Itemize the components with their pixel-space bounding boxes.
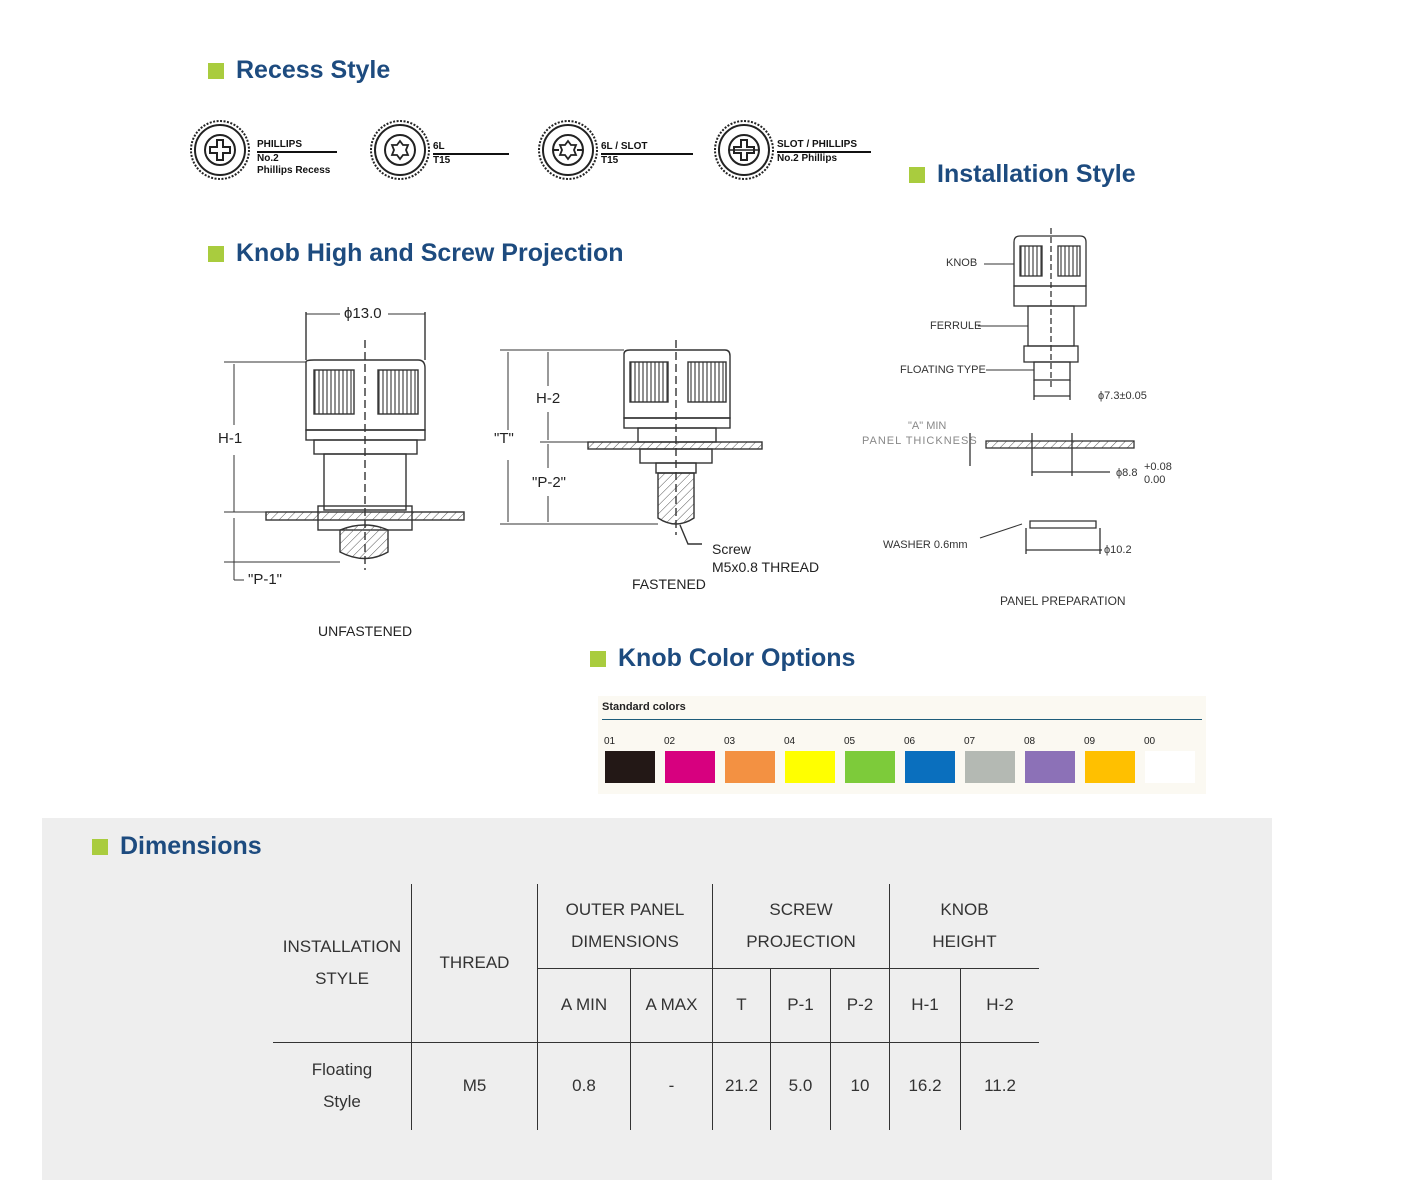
header-thread: THREAD: [411, 884, 538, 1043]
recess-icons: [190, 120, 774, 180]
header-rule: [602, 719, 1202, 720]
bullet-square-icon: [590, 650, 606, 667]
color-swatch: [1145, 751, 1195, 783]
swatch-code: 02: [664, 736, 676, 747]
color-swatch: [1085, 751, 1135, 783]
ferrule-label: FERRULE: [930, 320, 982, 332]
cell-a-min: 0.8: [537, 1042, 631, 1130]
header-screw-projection: SCREW PROJECTION: [712, 884, 890, 969]
section-title-dimensions: Dimensions: [92, 832, 262, 861]
swatch-code: 01: [604, 736, 616, 747]
dim-7-3: ϕ7.3±0.05: [1098, 390, 1147, 402]
subheader-a-min: A MIN: [537, 968, 631, 1043]
unfastened-part: [265, 312, 465, 570]
cell-p2: 10: [830, 1042, 890, 1130]
a-min-label: "A" MIN: [908, 420, 947, 432]
dim-p1: "P-1": [248, 571, 282, 588]
recess-label-slot-phillips: SLOT / PHILLIPS No.2 Phillips: [777, 139, 871, 165]
torx-slot-icon: [538, 120, 598, 180]
cell-p1: 5.0: [770, 1042, 831, 1130]
color-swatch: [905, 751, 955, 783]
tolerance-lower: 0.00: [1144, 474, 1166, 486]
subheader-h2: H-2: [960, 968, 1039, 1043]
fastened-part: [587, 340, 763, 545]
color-swatch: [605, 751, 655, 783]
cell-thread: M5: [411, 1042, 538, 1130]
fastened-caption: FASTENED: [632, 576, 706, 592]
standard-colors-header: Standard colors: [602, 701, 686, 713]
bullet-square-icon: [208, 245, 224, 262]
dim-h2: H-2: [536, 390, 561, 407]
dim-h1: H-1: [218, 430, 243, 447]
tolerance-upper: +0.08: [1144, 461, 1172, 473]
installation-drawing: [969, 228, 1135, 554]
dim-t: "T": [494, 430, 514, 447]
header-installation-style: INSTALLATION STYLE: [273, 884, 412, 1043]
recess-label-phillips: PHILLIPS No.2 Phillips Recess: [257, 139, 337, 177]
cell-h2: 11.2: [984, 1076, 1016, 1096]
color-swatch: [965, 751, 1015, 783]
dimensions-table: INSTALLATION STYLE THREAD OUTER PANEL DI…: [273, 884, 1039, 1130]
cell-t: 21.2: [712, 1042, 771, 1130]
color-swatch: [1025, 751, 1075, 783]
standard-colors-panel: Standard colors 01 02 03 04 05 06 07 08 …: [598, 696, 1206, 794]
section-title-installation: Installation Style: [909, 160, 1136, 189]
dim-p2: "P-2": [532, 474, 566, 491]
subheader-p2: P-2: [830, 968, 890, 1043]
thread-label: M5x0.8 THREAD: [712, 559, 820, 575]
panel-thickness-label: PANEL THICKNESS: [862, 435, 978, 447]
color-swatch: [785, 751, 835, 783]
swatch-code: 09: [1084, 736, 1096, 747]
cell-a-max: -: [630, 1042, 713, 1130]
phillips-recess-icon: [190, 120, 250, 180]
knob-label: KNOB: [946, 257, 978, 269]
torx-6l-icon: [370, 120, 430, 180]
unfastened-dims: [224, 313, 425, 581]
color-swatch: [845, 751, 895, 783]
header-knob-height: KNOB HEIGHT: [889, 884, 1039, 969]
unfastened-caption: UNFASTENED: [318, 623, 413, 639]
swatch-code: 05: [844, 736, 856, 747]
subheader-a-max: A MAX: [630, 968, 713, 1043]
screw-label: Screw: [712, 541, 751, 557]
swatch-code: 07: [964, 736, 976, 747]
dim-10-2: ϕ10.2: [1104, 544, 1132, 556]
bullet-square-icon: [92, 838, 108, 855]
bullet-square-icon: [208, 62, 224, 79]
subheader-t: T: [712, 968, 771, 1043]
swatch-code: 08: [1024, 736, 1036, 747]
recess-label-6l: 6L T15: [433, 141, 509, 167]
swatch-code: 00: [1144, 736, 1156, 747]
dim-8-8: ϕ8.8: [1116, 467, 1138, 479]
section-title-knob-colors: Knob Color Options: [590, 644, 855, 673]
cell-style: Floating Style: [273, 1042, 412, 1130]
subheader-h1: H-1: [889, 968, 961, 1043]
fastened-dims: [500, 349, 658, 525]
projection-drawing: [224, 312, 763, 581]
swatch-code: 03: [724, 736, 736, 747]
header-outer-panel: OUTER PANEL DIMENSIONS: [537, 884, 713, 969]
swatch-code: 04: [784, 736, 796, 747]
color-swatch: [725, 751, 775, 783]
cell-h1: 16.2: [889, 1042, 961, 1130]
bullet-square-icon: [909, 166, 925, 183]
slot-phillips-icon: [714, 120, 774, 180]
swatch-code: 06: [904, 736, 916, 747]
color-swatch: [665, 751, 715, 783]
dim-diameter-13: ϕ13.0: [344, 305, 382, 322]
table-row: Floating Style M5 0.8 - 21.2 5.0 10 16.2…: [273, 1042, 1039, 1130]
subheader-p1: P-1: [770, 968, 831, 1043]
recess-label-6l-slot: 6L / SLOT T15: [601, 141, 693, 167]
section-title-recess: Recess Style: [208, 56, 390, 85]
panel-preparation-caption: PANEL PREPARATION: [1000, 594, 1126, 608]
floating-type-label: FLOATING TYPE: [900, 364, 986, 376]
section-title-knob-projection: Knob High and Screw Projection: [208, 239, 624, 268]
washer-label: WASHER 0.6mm: [883, 539, 968, 551]
